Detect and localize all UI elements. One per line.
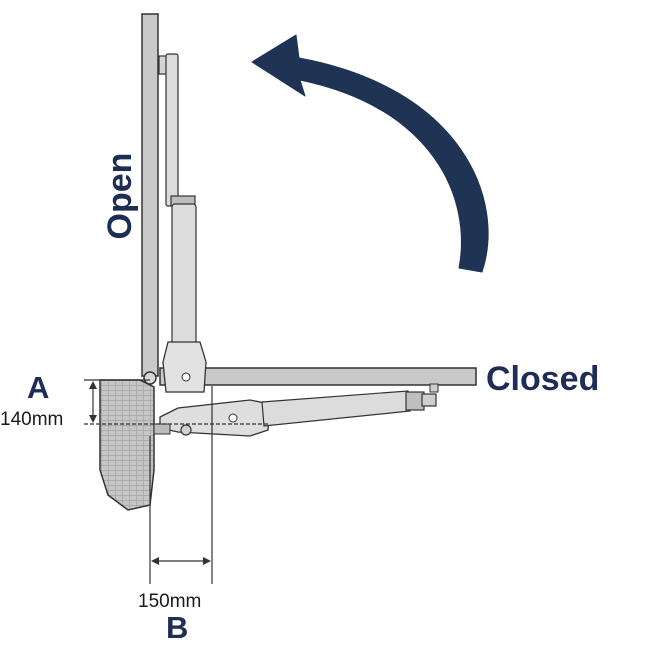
operator-arm-open	[158, 53, 207, 393]
gate-leaf-open	[141, 13, 159, 377]
dimension-b-letter: B	[166, 610, 189, 645]
dimension-a-value: 140mm	[0, 409, 64, 430]
curved-arrow-icon	[251, 34, 489, 273]
closed-label: Closed	[486, 360, 600, 398]
open-label: Open	[101, 152, 139, 240]
dimension-a	[84, 379, 270, 425]
operator-arm-closed	[153, 383, 439, 437]
dimension-b-value: 150mm	[138, 591, 202, 612]
wall-pillar	[99, 379, 155, 511]
dimension-a-letter: A	[27, 370, 50, 405]
dimension-b	[149, 386, 213, 584]
gate-hinge	[143, 371, 157, 385]
gate-leaf-closed	[159, 367, 477, 386]
